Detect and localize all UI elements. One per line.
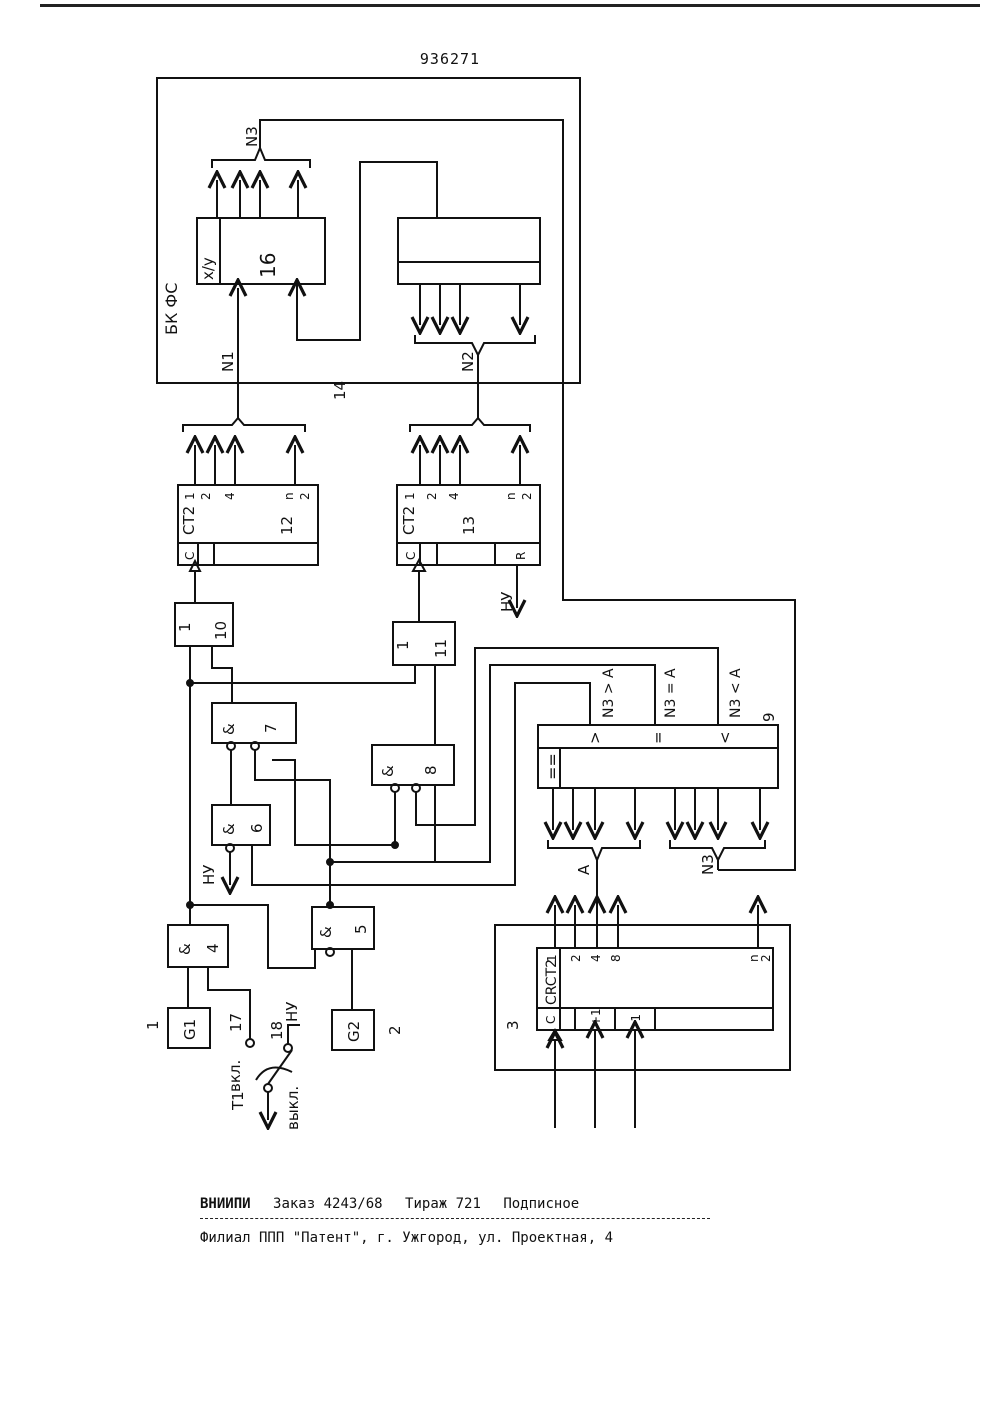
block-3-pin-4: 4 (589, 954, 603, 962)
block-1-label: G1 (181, 1019, 199, 1040)
block-9-ref: 9 (760, 712, 778, 722)
footer-imprint: ВНИИПИ Заказ 4243/68 Тираж 721 Подписное (200, 1196, 593, 1212)
block-7-and (212, 703, 296, 743)
block-13-pin-2: 2 (425, 492, 439, 500)
block-13-pin-4: 4 (447, 492, 461, 500)
block-12-pin-n: n (282, 492, 296, 500)
block-12-pin-1: 1 (183, 492, 197, 500)
block-7-ref: 7 (262, 723, 280, 733)
block-8-ref: 8 (422, 765, 440, 775)
block-13-clock: C (404, 552, 418, 560)
block-12-type: CT2 (180, 506, 198, 535)
block-13-pin-1: 1 (403, 492, 417, 500)
block-12-pin-2: 2 (199, 492, 213, 500)
block-15-ref: 16 (256, 253, 280, 278)
block-1-ref: 1 (144, 1020, 162, 1030)
block-13-pin-n2: 2 (520, 492, 534, 500)
footer-type: Подписное (503, 1196, 579, 1212)
block-6-type: & (220, 823, 238, 835)
label-bus-n2: N2 (459, 351, 477, 372)
block-3-ref: 3 (504, 1020, 522, 1030)
label-bus-n3-bottom: N3 (699, 854, 717, 875)
block-10-ref: 10 (212, 621, 230, 640)
label-bk-fs: БК ФС (162, 283, 181, 335)
block-5-type: & (317, 926, 335, 938)
label-switch-on: вкл. (226, 1060, 244, 1092)
block-13-reset: R (514, 552, 528, 560)
block-9-sym-eq: = (649, 731, 667, 744)
block-9-type: == (543, 753, 562, 780)
block-9-sym-lt: < (716, 731, 734, 744)
block-13-type: CT2 (400, 506, 418, 535)
label-bus-n3-top: N3 (243, 126, 261, 147)
label-pin-17: 17 (227, 1013, 245, 1032)
footer-circulation: Тираж 721 (405, 1196, 481, 1212)
block-2-ref: 2 (386, 1025, 404, 1035)
label-pin-18: 18 (268, 1021, 286, 1040)
block-4-type: & (176, 943, 194, 955)
block-12-pin-n2: 2 (298, 492, 312, 500)
label-t1: T1 (229, 1091, 247, 1111)
block-4-ref: 4 (204, 943, 222, 953)
block-11-ref: 11 (432, 639, 450, 658)
block-6-ref: 6 (248, 823, 266, 833)
block-9-out-eq: N3 = A (663, 668, 679, 718)
label-block-14: 14 (331, 381, 349, 400)
block-3-frame (495, 925, 790, 1070)
block-7-type: & (220, 723, 238, 735)
footer-divider (200, 1218, 710, 1219)
block-3-pin-n2: 2 (759, 954, 773, 962)
label-ny-switch: НУ (283, 1002, 301, 1022)
block-13-pin-n: n (504, 492, 518, 500)
block-3-pin-1: 1 (545, 954, 559, 962)
block-16-multiplier (398, 218, 540, 284)
label-ny-13: НУ (498, 592, 516, 612)
block-3-pin-clock: C (544, 1016, 558, 1024)
block-3-type: CRCT2 (544, 959, 560, 1005)
footer-publisher: ВНИИПИ (200, 1196, 251, 1212)
block-8-type: & (379, 765, 397, 777)
block-12-ref: 12 (278, 516, 296, 535)
block-9-out-gt: N3 > A (601, 668, 617, 718)
block-11-type: 1 (394, 640, 412, 650)
block-13-ref: 13 (460, 516, 478, 535)
block-3-pin-8: 8 (609, 954, 623, 962)
block-2-label: G2 (345, 1021, 363, 1042)
footer-branch: Филиал ППП "Патент", г. Ужгород, ул. Про… (200, 1230, 613, 1246)
label-bus-a: A (575, 864, 593, 875)
block-12-clock: C (183, 552, 197, 560)
block-10-type: 1 (176, 622, 194, 632)
block-3-pin-plus1: +1 (589, 1008, 603, 1026)
label-bus-n1: N1 (219, 351, 237, 372)
label-ny-6: НУ (200, 865, 218, 885)
block-12-pin-4: 4 (223, 492, 237, 500)
block-5-ref: 5 (352, 924, 370, 934)
block-8-and (372, 745, 454, 785)
footer-order: Заказ 4243/68 (273, 1196, 383, 1212)
block-15-type: x/y (199, 257, 217, 280)
block-9-out-lt: N3 < A (728, 668, 744, 718)
block-3-pin-2: 2 (569, 954, 583, 962)
label-switch-off: выкл. (284, 1086, 302, 1130)
block-9-sym-gt: > (586, 731, 604, 744)
block-3-pin-minus1: -1 (629, 1014, 643, 1026)
